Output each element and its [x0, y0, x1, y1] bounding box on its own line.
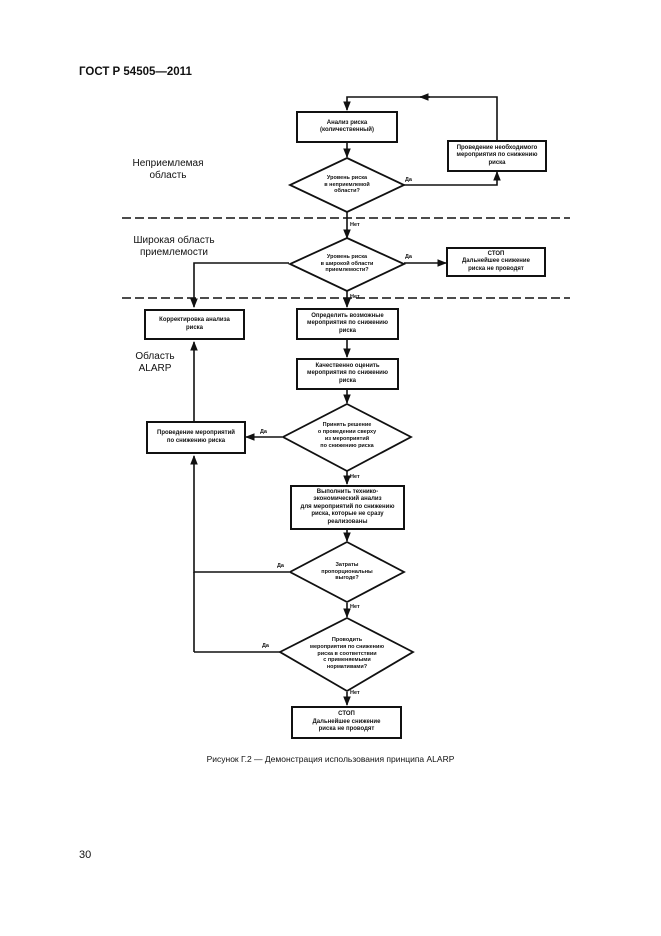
region-alarp-label: Область ALARP — [135, 351, 175, 374]
tech-econ-analysis-box: Выполнить технико- экономический анализ … — [290, 485, 405, 530]
evaluate-measures-box: Качественно оценить мероприятия по сниже… — [296, 358, 399, 390]
figure-caption: Рисунок Г.2 — Демонстрация использования… — [206, 754, 455, 764]
yes-label: Да — [277, 563, 284, 569]
decision-conduct-diamond — [278, 616, 415, 693]
yes-label: Да — [260, 429, 267, 435]
decision-decide-text: Принять решение о проведении сверху из м… — [317, 422, 377, 449]
yes-label: Да — [262, 643, 269, 649]
decision-unacceptable-diamond — [287, 157, 407, 213]
no-label: Нет — [350, 294, 360, 300]
stop-box-1: СТОП Дальнейшее снижение риска не провод… — [446, 247, 546, 277]
decision-costs-text: Затраты пропорциональны выгоде? — [321, 561, 373, 582]
yes-label: Да — [405, 177, 412, 183]
decision-costs-diamond — [288, 540, 406, 604]
decision-conduct-text: Проводить мероприятия по снижению риска … — [309, 636, 385, 671]
correct-analysis-box: Корректировка анализа риска — [144, 309, 245, 340]
no-label: Нет — [350, 222, 360, 228]
mandatory-measures-box: Проведение необходимого мероприятия по с… — [447, 140, 547, 172]
decision-unacceptable-text: Уровень риска в неприемлемой области? — [324, 174, 370, 195]
region-broad-acceptability-label: Широкая область приемлемости — [133, 235, 215, 258]
decision-broad-text: Уровень риска в широкой области приемлем… — [320, 253, 374, 274]
no-label: Нет — [350, 474, 360, 480]
define-measures-box: Определить возможные мероприятия по сниж… — [296, 308, 399, 340]
document-header: ГОСТ Р 54505—2011 — [79, 66, 192, 78]
no-label: Нет — [350, 604, 360, 610]
decision-decide-diamond — [281, 402, 413, 473]
page-number: 30 — [79, 849, 92, 861]
region-unacceptable-label: Неприемлемая область — [132, 158, 204, 181]
implement-measures-box: Проведение мероприятий по снижению риска — [146, 421, 246, 454]
no-label: Нет — [350, 690, 360, 696]
decision-broad-diamond — [287, 237, 407, 292]
stop-box-2: СТОП Дальнейшее снижение риска не провод… — [291, 706, 402, 739]
risk-analysis-box: Анализ риска (количественный) — [296, 111, 398, 143]
yes-label: Да — [405, 254, 412, 260]
